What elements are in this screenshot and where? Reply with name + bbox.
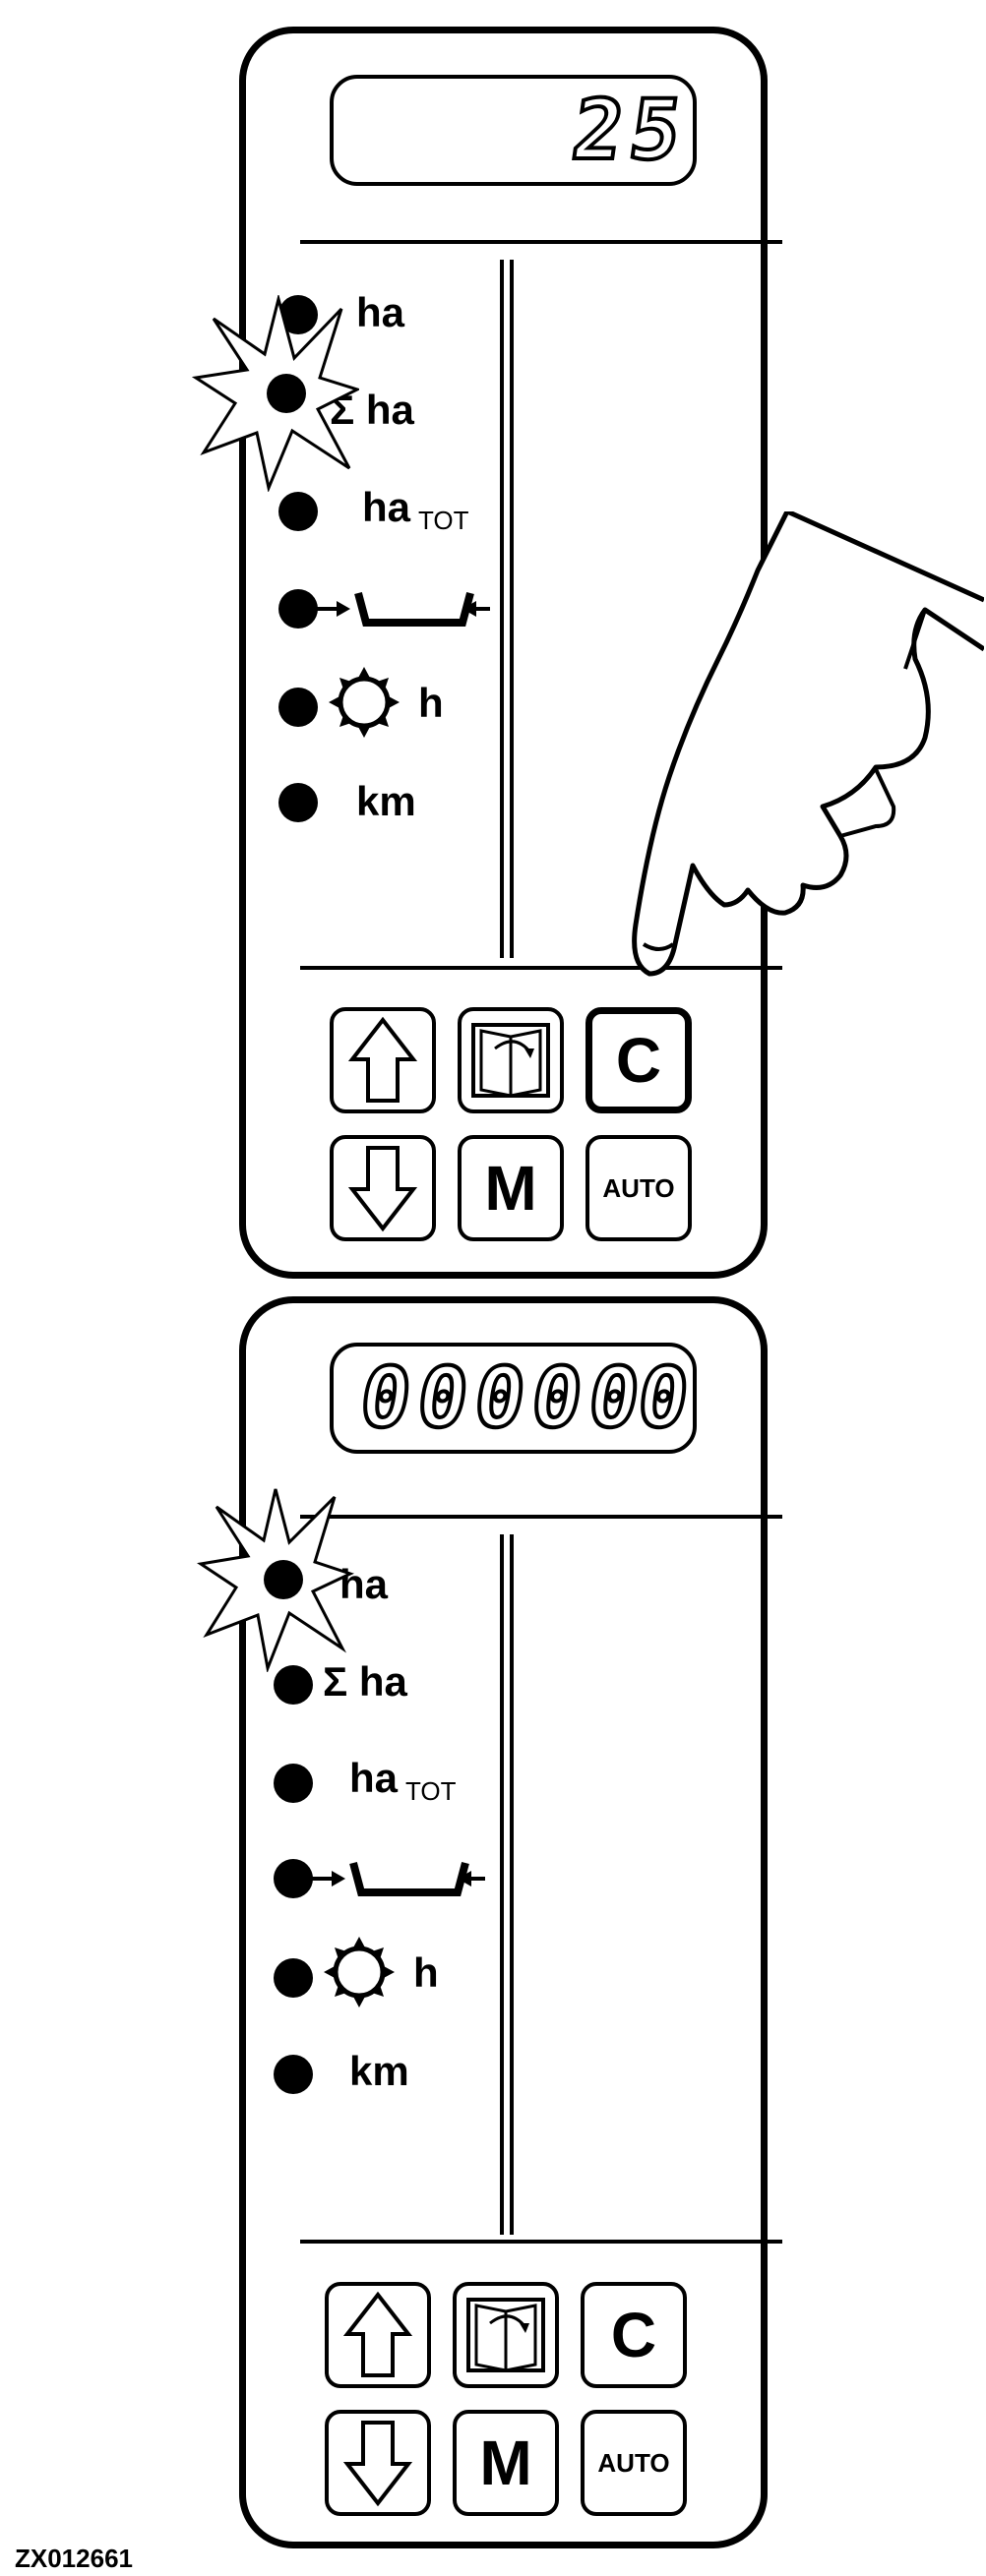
manual-book-icon xyxy=(471,1023,550,1098)
indicator-led-sum-ha xyxy=(274,1665,313,1705)
up-button[interactable] xyxy=(325,2282,431,2388)
down-arrow-icon xyxy=(348,1146,417,1232)
down-arrow-icon xyxy=(343,2421,412,2507)
indicator-label-km: km xyxy=(356,778,416,824)
auto-button[interactable]: AUTO xyxy=(585,1135,692,1241)
indicator-led-width xyxy=(274,1859,313,1898)
clear-button-label: C xyxy=(615,1025,662,1096)
down-button[interactable] xyxy=(325,2410,431,2516)
clear-button[interactable]: C xyxy=(585,1007,692,1113)
manual-button[interactable] xyxy=(458,1007,564,1113)
lcd-display: 0 0 0 0 0 0 xyxy=(330,1343,697,1454)
working-width-icon xyxy=(312,1861,485,1896)
lit-indicator-burst xyxy=(197,1488,354,1672)
divider xyxy=(300,240,782,244)
indicator-label-hours: h xyxy=(413,1949,439,1996)
manual-button[interactable] xyxy=(453,2282,559,2388)
lit-indicator-burst xyxy=(192,295,359,492)
auto-button-label: AUTO xyxy=(602,1172,675,1203)
mode-button[interactable]: M xyxy=(458,1135,564,1241)
display-digit: 0 xyxy=(630,1348,697,1448)
up-arrow-icon xyxy=(348,1016,417,1103)
clear-button-label: C xyxy=(610,2300,657,2370)
mode-button-label: M xyxy=(484,1153,537,1224)
mode-button[interactable]: M xyxy=(453,2410,559,2516)
engine-hours-icon xyxy=(329,667,400,738)
pointing-hand-icon xyxy=(632,511,984,977)
down-button[interactable] xyxy=(330,1135,436,1241)
divider xyxy=(300,1515,782,1519)
display-digit: 5 xyxy=(622,80,689,180)
indicator-label-hours: h xyxy=(418,680,444,726)
up-button[interactable] xyxy=(330,1007,436,1113)
indicator-label-ha: ha xyxy=(356,289,405,335)
up-arrow-icon xyxy=(343,2291,412,2377)
indicator-label-km: km xyxy=(349,2048,409,2094)
lcd-display: 2 5 xyxy=(330,75,697,186)
indicator-led-ha-tot xyxy=(278,492,318,531)
indicator-led-hours xyxy=(274,1958,313,1998)
center-bar xyxy=(500,1534,514,2235)
indicator-led-ha-tot xyxy=(274,1764,313,1803)
indicator-led-km xyxy=(278,783,318,822)
auto-button-label: AUTO xyxy=(597,2447,670,2478)
divider xyxy=(300,2240,782,2244)
indicator-label-ha: ha xyxy=(339,1561,389,1607)
indicator-led-width xyxy=(278,589,318,629)
indicator-led-hours xyxy=(278,688,318,727)
auto-button[interactable]: AUTO xyxy=(581,2410,687,2516)
mode-button-label: M xyxy=(479,2427,532,2498)
indicator-led-km xyxy=(274,2055,313,2094)
engine-hours-icon xyxy=(324,1937,395,2007)
working-width-icon xyxy=(317,591,490,627)
manual-book-icon xyxy=(466,2298,545,2372)
figure-id: ZX012661 xyxy=(15,2544,133,2573)
clear-button[interactable]: C xyxy=(581,2282,687,2388)
divider xyxy=(300,966,782,970)
indicator-label-sum-ha: Σ ha xyxy=(323,1658,407,1705)
center-bar xyxy=(500,260,514,958)
